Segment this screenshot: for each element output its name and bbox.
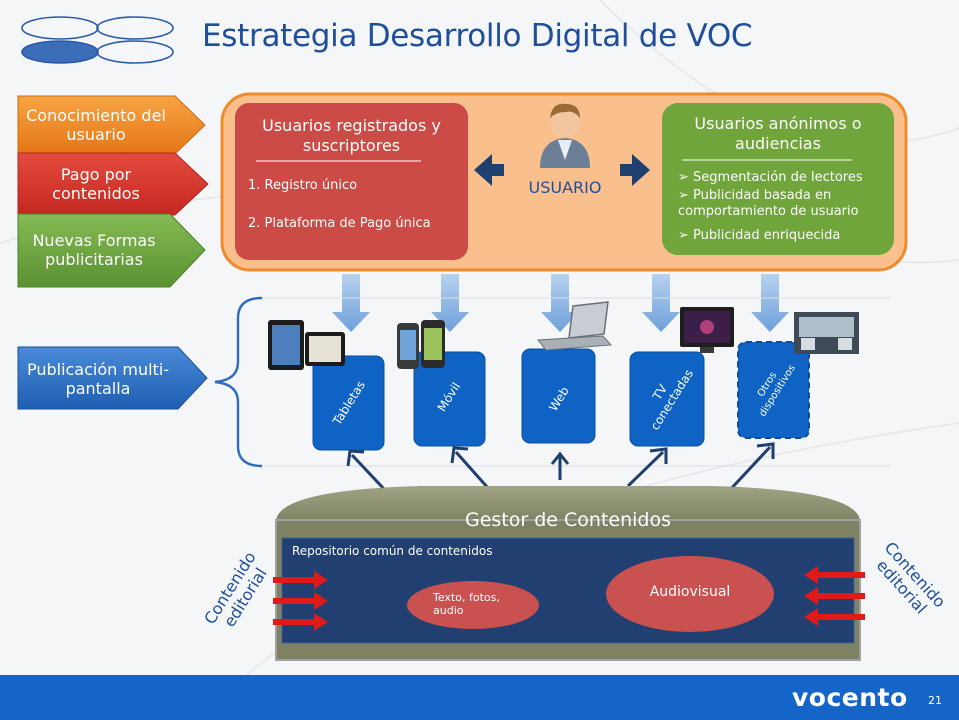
registered-item-2: 2. Plataforma de Pago única	[248, 216, 431, 231]
tablet-icon	[268, 320, 345, 370]
car-screen-icon	[794, 312, 859, 354]
user-label: USUARIO	[528, 178, 602, 197]
red-arrows-right	[804, 566, 865, 626]
user-icon	[540, 103, 590, 168]
tag-pago: Pago por contenidos	[52, 165, 140, 203]
up-arrows	[346, 442, 775, 494]
red-arrows-left	[273, 571, 328, 631]
anonymous-item-1: ➢ Segmentación de lectores	[678, 170, 863, 185]
audiovisual-bubble: Audiovisual	[649, 584, 731, 600]
tag-publicacion: Publicación multi-pantalla	[26, 360, 170, 398]
tv-icon	[680, 307, 734, 353]
gestor-title: Gestor de Contenidos	[464, 509, 671, 531]
page-number: 21	[928, 694, 942, 707]
logo-rings-icon	[21, 16, 174, 64]
anonymous-item-3: ➢ Publicidad enriquecida	[678, 228, 841, 243]
laptop-icon	[537, 301, 613, 351]
repo-label: Repositorio común de contenidos	[292, 544, 493, 558]
registered-item-1: 1. Registro único	[248, 178, 358, 193]
phone-icon	[397, 320, 445, 369]
brace	[214, 296, 263, 468]
tag-nuevas-formas: Nuevas Formas publicitarias	[32, 231, 156, 269]
anonymous-title: Usuarios anónimos o audiencias	[694, 114, 862, 153]
anonymous-item-2: ➢ Publicidad basada en comportamiento de…	[678, 188, 859, 219]
down-arrows	[332, 274, 789, 332]
vocento-logo: vocento	[792, 683, 908, 712]
page-title: Estrategia Desarrollo Digital de VOC	[202, 18, 753, 54]
tag-conocimiento: Conocimiento del usuario	[26, 106, 166, 144]
text-bubble: Texto, fotos, audio	[433, 591, 500, 617]
registered-title: Usuarios registrados y suscriptores	[262, 116, 441, 155]
